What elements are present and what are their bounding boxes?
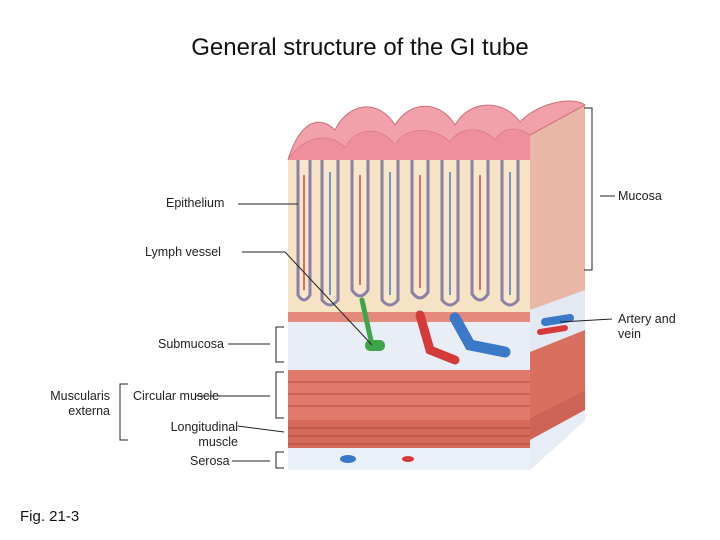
circular-muscle-layer: [288, 370, 530, 420]
label-circular-muscle: Circular muscle: [133, 389, 220, 403]
side-circular-muscle: [530, 330, 585, 418]
figure-caption: Fig. 21-3: [20, 508, 80, 525]
side-serosa: [530, 410, 585, 470]
label-serosa: Serosa: [190, 454, 230, 468]
mucosa-surface: [288, 129, 530, 160]
label-longitudinal-muscle: Longitudinal muscle: [170, 420, 238, 449]
label-epithelium: Epithelium: [166, 196, 225, 210]
longitudinal-muscle-layer: [288, 420, 530, 448]
page-title: General structure of the GI tube: [191, 34, 529, 61]
label-mucosa: Mucosa: [618, 189, 662, 203]
muscularis-mucosae: [288, 312, 530, 322]
side-longitudinal-muscle: [530, 390, 585, 440]
longitudinal-muscle-fibers: [288, 427, 530, 445]
serosa-vessel: [340, 455, 356, 463]
label-artery-and-vein: Artery and vein: [618, 312, 676, 341]
circular-muscle-fibers: [288, 381, 530, 407]
label-muscularis-externa: Muscularis externa: [50, 389, 110, 418]
label-lymph-vessel: Lymph vessel: [145, 245, 221, 259]
label-submucosa: Submucosa: [158, 337, 225, 351]
serosa-vessel: [402, 456, 414, 462]
